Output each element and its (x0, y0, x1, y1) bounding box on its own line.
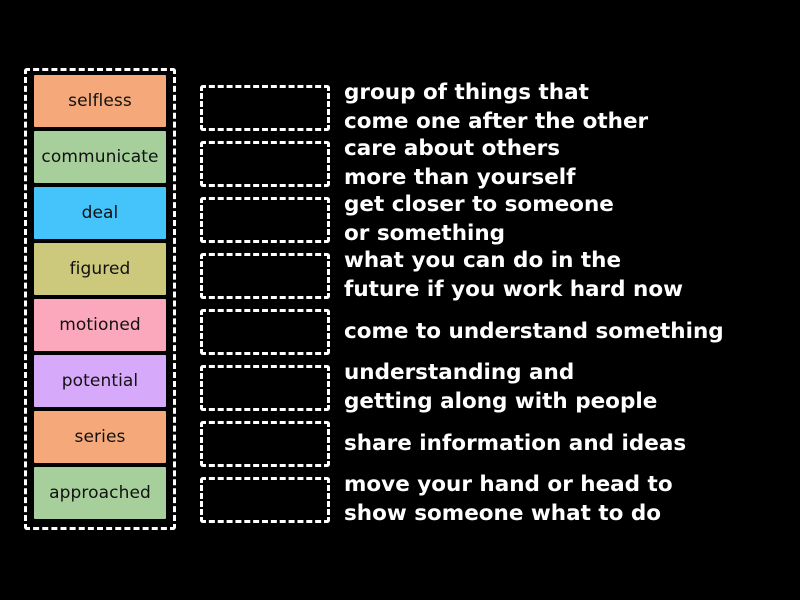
answer-row: come to understand something (200, 304, 780, 360)
answer-row: group of things that come one after the … (200, 80, 780, 136)
answer-list: group of things that come one after the … (200, 80, 780, 528)
word-tile[interactable]: potential (34, 355, 166, 407)
definition-text: move your hand or head to show someone w… (344, 472, 673, 526)
definition-text: come to understand something (344, 318, 724, 344)
answer-row: understanding and getting along with peo… (200, 360, 780, 416)
answer-row: share information and ideas (200, 416, 780, 472)
drop-zone[interactable] (200, 85, 330, 131)
word-tile[interactable]: figured (34, 243, 166, 295)
word-tile[interactable]: approached (34, 467, 166, 519)
word-tile[interactable]: communicate (34, 131, 166, 183)
definition-text: group of things that come one after the … (344, 80, 649, 134)
word-tile[interactable]: motioned (34, 299, 166, 351)
definition-text: care about others more than yourself (344, 136, 576, 190)
drop-zone[interactable] (200, 197, 330, 243)
answer-row: care about others more than yourself (200, 136, 780, 192)
drop-zone[interactable] (200, 309, 330, 355)
answer-row: get closer to someone or something (200, 192, 780, 248)
definition-text: get closer to someone or something (344, 192, 614, 246)
definition-text: share information and ideas (344, 430, 687, 456)
definition-text: understanding and getting along with peo… (344, 360, 658, 414)
word-tile[interactable]: selfless (34, 75, 166, 127)
drop-zone[interactable] (200, 421, 330, 467)
drop-zone[interactable] (200, 141, 330, 187)
word-tile[interactable]: deal (34, 187, 166, 239)
word-tile[interactable]: series (34, 411, 166, 463)
drop-zone[interactable] (200, 253, 330, 299)
answer-row: what you can do in the future if you wor… (200, 248, 780, 304)
drop-zone[interactable] (200, 365, 330, 411)
definition-text: what you can do in the future if you wor… (344, 248, 683, 302)
drop-zone[interactable] (200, 477, 330, 523)
answer-row: move your hand or head to show someone w… (200, 472, 780, 528)
